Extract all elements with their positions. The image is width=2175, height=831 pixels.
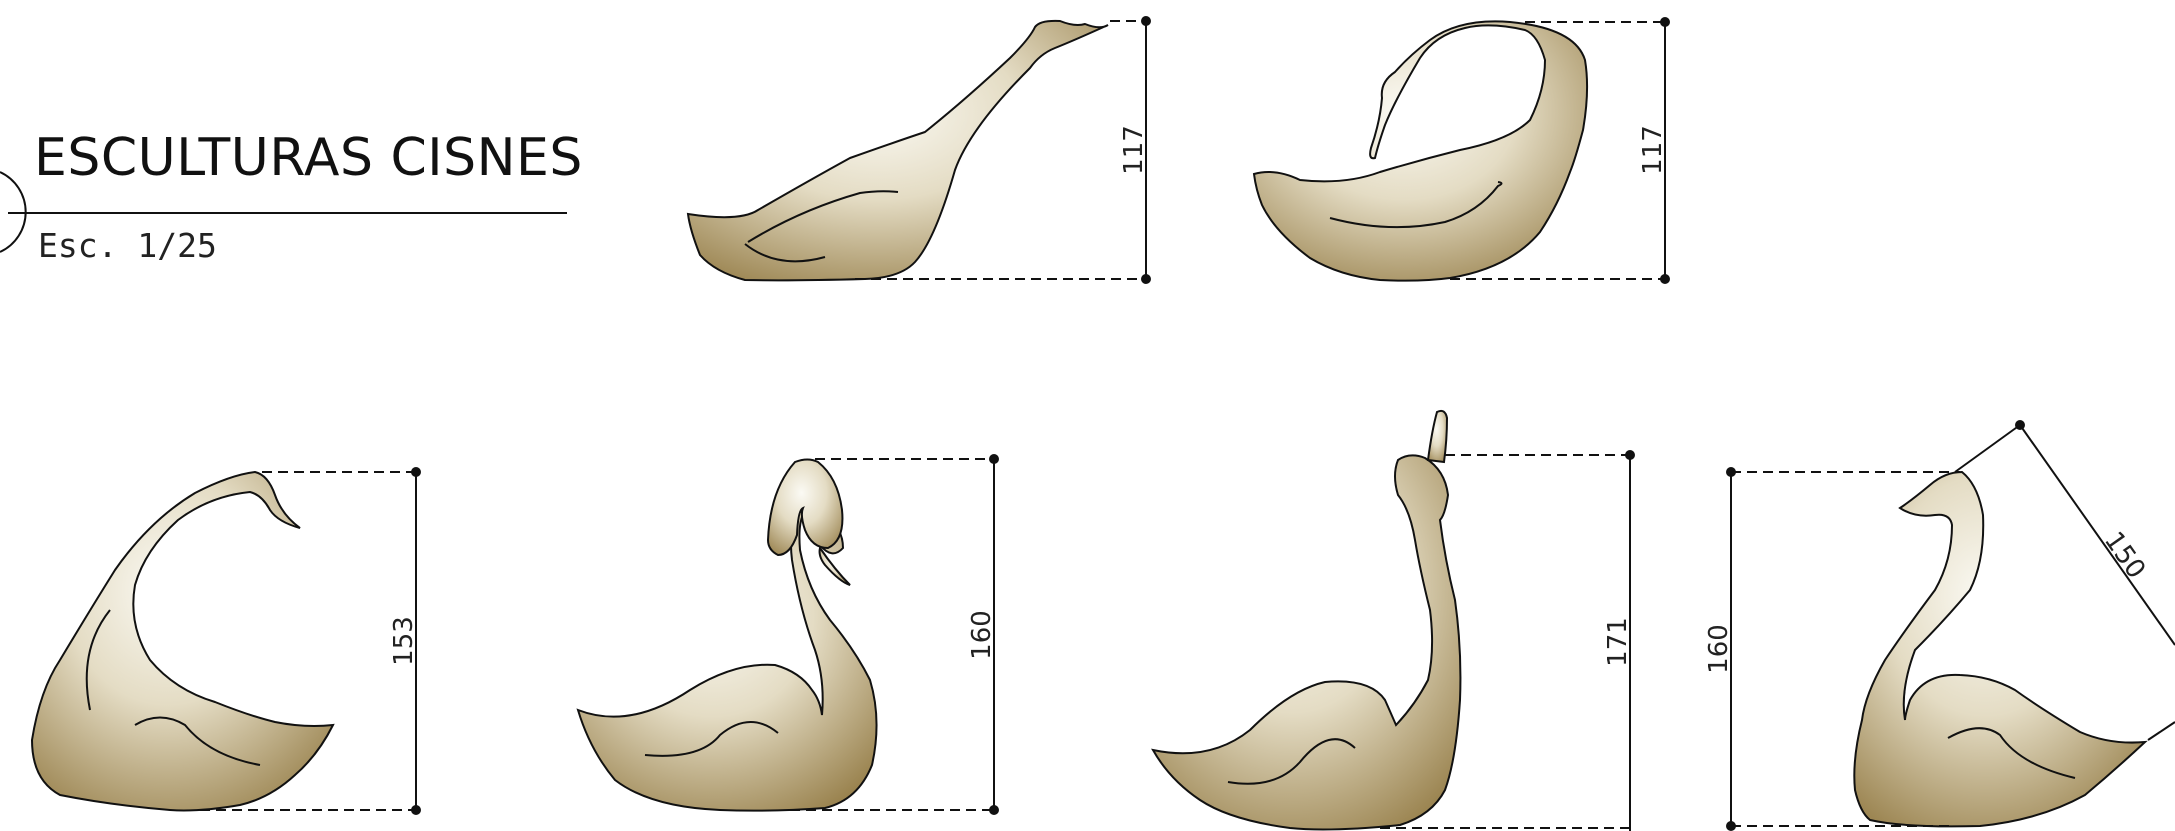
dim-2-tick-top (1660, 17, 1670, 27)
swan-5-silhouette (1151, 454, 1462, 831)
swan-5-beak (1426, 409, 1449, 464)
swan-sculpture-4 (576, 458, 878, 812)
swan-4-wing-line (644, 721, 779, 757)
swan-3-wing-line (134, 716, 261, 766)
dimension-2 (1450, 17, 1670, 284)
dim-1-tick-top (1141, 16, 1151, 26)
swan-sculpture-1 (686, 19, 1109, 282)
swan-sculpture-3 (30, 470, 335, 812)
dim-7-tick (2015, 420, 2025, 430)
swan-1-tail-line (744, 243, 826, 263)
dim-6-label: 160 (1704, 624, 1734, 674)
dim-7-label: 150 (2098, 526, 2151, 584)
dimension-5 (1380, 450, 1635, 831)
title-underline-group (0, 171, 567, 253)
dim-4-tick-bottom (989, 805, 999, 815)
swan-3-silhouette (30, 470, 335, 812)
swan-1-silhouette (686, 19, 1109, 282)
swan-4-silhouette (576, 508, 878, 812)
swan-sculpture-5 (1151, 409, 1462, 831)
swan-2-silhouette (1252, 20, 1589, 282)
dim-7-line (2019, 424, 2175, 646)
swan-4-head (766, 458, 844, 557)
dim-4-label: 160 (967, 610, 997, 660)
dim-5-label: 171 (1603, 617, 1633, 667)
swan-1-wing-line (747, 190, 899, 243)
dim-2-tick-bottom (1660, 274, 1670, 284)
dim-6-tick-bottom (1726, 821, 1736, 831)
dim-1-label: 117 (1119, 125, 1149, 175)
dim-3-label: 153 (389, 616, 419, 666)
title-block: ESCULTURAS CISNES Esc. 1/25 (0, 0, 600, 300)
dim-3-tick-top (411, 467, 421, 477)
dim-7-ext-tail (2147, 721, 2175, 741)
dim-2-label: 117 (1638, 125, 1668, 175)
dim-3-tick-bottom (411, 805, 421, 815)
swan-6-wing-line (1947, 727, 2076, 779)
dim-6-tick-top (1726, 467, 1736, 477)
swan-2-wing-line (1329, 181, 1503, 229)
dim-1-tick-bottom (1141, 274, 1151, 284)
drawing-scale: Esc. 1/25 (38, 226, 217, 265)
dim-5-tick-top (1625, 450, 1635, 460)
dimension-7 (1954, 420, 2175, 741)
swan-6-silhouette (1853, 470, 2148, 828)
drawing-title: ESCULTURAS CISNES (34, 128, 583, 188)
swan-sculpture-2 (1252, 20, 1589, 282)
title-callout-circle (0, 171, 27, 253)
dimension-1 (855, 16, 1151, 284)
swan-3-neck-line (85, 609, 111, 711)
dimension-4 (790, 454, 999, 815)
dimension-6 (1726, 467, 1960, 831)
dim-4-tick-top (989, 454, 999, 464)
swan-5-wing-line (1227, 738, 1356, 785)
dim-7-ext-head (1954, 424, 2021, 473)
dimension-3 (200, 467, 421, 815)
swan-4-beak (818, 545, 851, 586)
swan-sculpture-6 (1853, 470, 2148, 828)
